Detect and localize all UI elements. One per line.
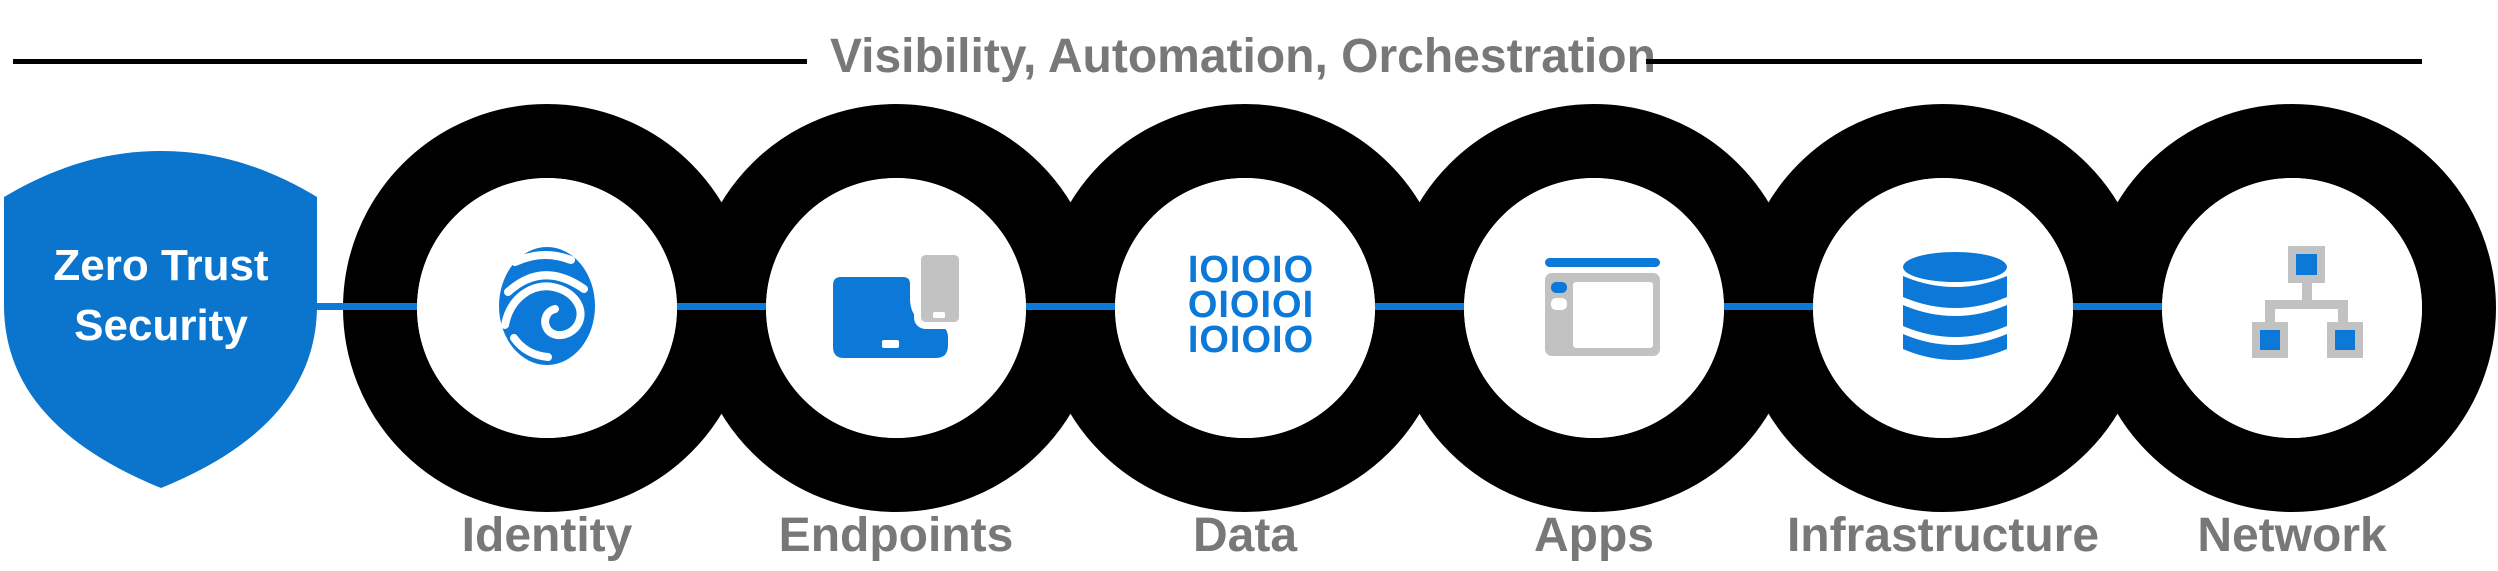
node-label-data: Data	[1192, 509, 1298, 562]
network-topology-icon	[2252, 246, 2363, 358]
binary-data-icon: IOIOIO OIOIOI IOIOIO	[1185, 249, 1317, 361]
shield-label: Zero Trust Security	[11, 236, 311, 356]
node-label-network: Network	[2197, 509, 2387, 562]
binary-row: IOIOIO	[1187, 249, 1315, 291]
title-rule-right	[1646, 59, 2422, 64]
page-title: Visibility, Automation, Orchestration	[830, 30, 1656, 83]
fingerprint-icon	[499, 247, 595, 365]
node-label-apps: Apps	[1534, 509, 1654, 562]
shield-label-line1: Zero Trust	[53, 241, 269, 290]
zero-trust-shield-icon	[4, 151, 317, 488]
database-icon	[1903, 252, 2007, 360]
binary-row: OIOIOI	[1187, 284, 1315, 326]
shield-label-line2: Security	[74, 301, 248, 350]
node-label-endpoints: Endpoints	[778, 509, 1014, 562]
node-label-identity: Identity	[461, 509, 633, 562]
node-circle-data	[1115, 178, 1375, 438]
app-window-icon	[1545, 258, 1660, 356]
node-label-infrastructure: Infrastructure	[1786, 509, 2100, 562]
title-rule-left	[13, 59, 807, 64]
binary-row: IOIOIO	[1187, 319, 1315, 361]
laptop-phone-icon	[833, 248, 963, 358]
node-circle-infrastructure	[1813, 178, 2073, 438]
